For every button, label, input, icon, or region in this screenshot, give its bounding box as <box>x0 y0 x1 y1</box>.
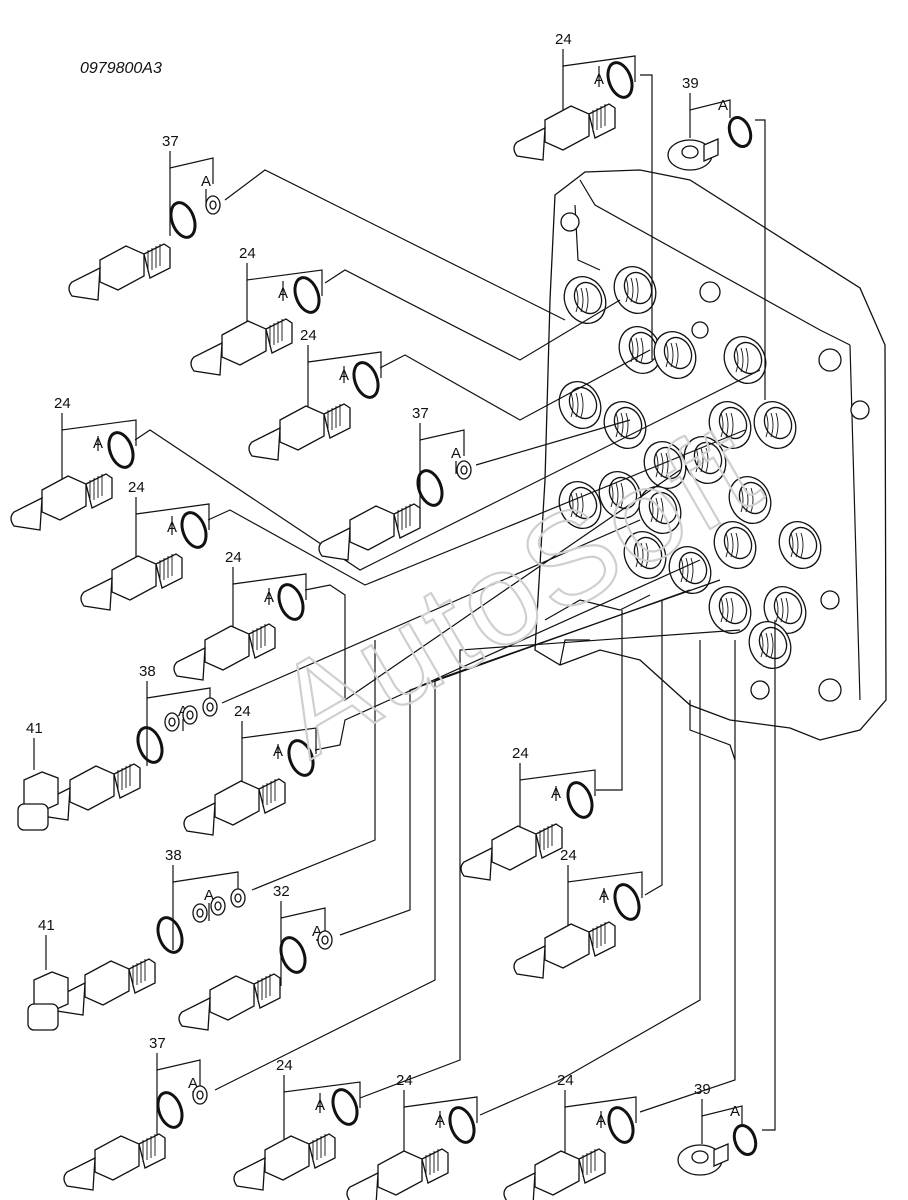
part-label: 37 <box>162 133 179 150</box>
part-label: 24 <box>276 1057 293 1074</box>
part-callout-32: 32A <box>178 883 333 1031</box>
leader-line <box>304 469 681 702</box>
part-label: 24 <box>54 395 71 412</box>
part-label: 24 <box>555 31 572 48</box>
part-label: 24 <box>234 703 251 720</box>
leader-line <box>475 419 631 466</box>
part-label: 24 <box>560 847 577 864</box>
leader-line <box>640 74 653 360</box>
leader-line <box>251 640 376 891</box>
valve-port <box>728 476 772 524</box>
oring-marker: A <box>451 445 461 462</box>
valve-port <box>598 471 642 519</box>
valve-port <box>683 436 727 484</box>
oring-marker: A <box>718 97 728 114</box>
leader-line <box>207 429 746 586</box>
part-label: 37 <box>412 405 429 422</box>
part-callout-37: 37A <box>63 1035 208 1191</box>
part-label: 24 <box>225 549 242 566</box>
part-callout-41: 41 <box>17 720 59 831</box>
parts-layer: 24A39A37A24A24A24A37A24A24A38A4124A24A38… <box>10 31 758 1200</box>
part-callout-24: 24A <box>460 745 596 881</box>
valve-port <box>643 441 687 489</box>
valve-port <box>638 486 682 534</box>
part-callout-41: 41 <box>27 917 69 1031</box>
leader-line <box>314 559 701 751</box>
part-label: 39 <box>682 75 699 92</box>
part-callout-24: 24A <box>190 245 323 376</box>
valve-port <box>653 331 697 379</box>
part-label: 41 <box>26 720 43 737</box>
oring-marker: A <box>204 887 214 904</box>
drawing-code: 0979800A3 <box>80 60 162 77</box>
oring-marker: A <box>201 173 211 190</box>
part-label: 32 <box>273 883 290 900</box>
part-label: 38 <box>139 663 156 680</box>
part-callout-24: 24A <box>346 1072 478 1200</box>
leader-lines <box>134 74 776 1131</box>
valve-port <box>778 521 822 569</box>
part-label: 24 <box>557 1072 574 1089</box>
leader-line <box>214 579 721 1091</box>
leader-line <box>596 610 623 791</box>
part-callout-24: 24A <box>80 479 210 611</box>
valve-port <box>623 531 667 579</box>
part-callout-24: 24A <box>248 327 382 461</box>
valve-port <box>713 521 757 569</box>
part-callout-24: 24A <box>183 703 317 836</box>
part-callout-24: 24A <box>513 31 636 161</box>
part-label: 24 <box>300 327 317 344</box>
part-callout-39: 39A <box>677 1081 758 1176</box>
leader-line <box>221 519 641 704</box>
part-callout-24: 24A <box>513 847 643 979</box>
part-callout-39: 39A <box>667 75 753 171</box>
leader-line <box>379 349 651 421</box>
part-callout-24: 24A <box>503 1072 637 1200</box>
part-label: 41 <box>38 917 55 934</box>
part-label: 24 <box>396 1072 413 1089</box>
leader-line <box>644 600 663 896</box>
part-callout-37: 37A <box>318 405 472 561</box>
valve-port <box>708 401 752 449</box>
valve-port <box>618 326 662 374</box>
valve-port <box>708 586 752 634</box>
leader-line <box>755 119 766 400</box>
leader-line <box>134 369 761 571</box>
leader-line <box>359 629 741 1099</box>
valve-port <box>603 401 647 449</box>
oring-marker: A <box>730 1103 740 1120</box>
leader-line <box>324 269 621 361</box>
part-label: 24 <box>239 245 256 262</box>
part-callout-24: 24A <box>10 395 137 531</box>
leader-line <box>224 169 566 321</box>
leader-line <box>479 640 701 1116</box>
part-callout-38: 38A <box>38 663 218 821</box>
leader-line <box>639 640 736 1113</box>
part-label: 39 <box>694 1081 711 1098</box>
oring-marker: A <box>188 1075 198 1092</box>
part-callout-37: 37A <box>68 133 221 301</box>
part-label: 38 <box>165 847 182 864</box>
valve-port <box>748 621 792 669</box>
part-label: 24 <box>128 479 145 496</box>
part-label: 24 <box>512 745 529 762</box>
part-label: 37 <box>149 1035 166 1052</box>
valve-port <box>753 401 797 449</box>
valve-port <box>613 266 657 314</box>
valve-port <box>563 276 607 324</box>
oring-marker: A <box>312 923 322 940</box>
leader-line <box>762 620 776 1131</box>
part-callout-24: 24A <box>233 1057 361 1191</box>
control-valve-block <box>534 169 887 761</box>
part-callout-24: 24A <box>173 549 307 681</box>
